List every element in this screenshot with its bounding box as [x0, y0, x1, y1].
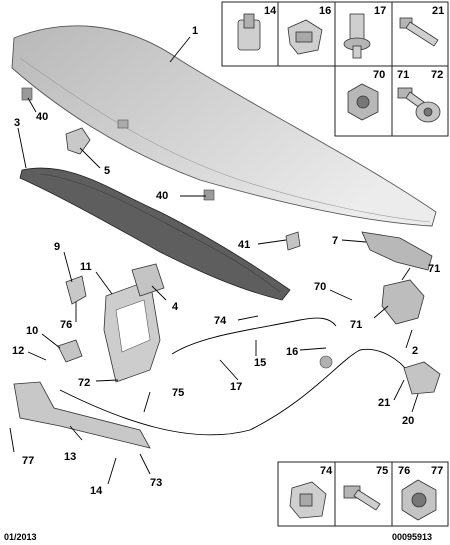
striker-41-part: [285, 231, 301, 251]
callout-11: 11: [80, 261, 92, 273]
callout-7: 7: [332, 235, 338, 247]
callout-40-upper: 40: [36, 111, 48, 123]
lock-2-part: [381, 279, 425, 325]
latch-7-part: [361, 231, 433, 271]
callout-2: 2: [412, 345, 418, 357]
callout-73: 73: [150, 477, 162, 489]
cable-15-part: [171, 317, 337, 355]
callout-16: 16: [286, 346, 298, 358]
bolt-71-72-icon: [397, 87, 441, 123]
callout-15: 15: [254, 357, 266, 369]
cable-release-part: [59, 348, 411, 436]
inset-label-72: 72: [431, 69, 443, 81]
screw-21-icon: [399, 17, 439, 47]
handle-20-part: [403, 361, 441, 395]
callout-1: 1: [192, 25, 198, 37]
callout-20: 20: [402, 415, 414, 427]
footer-date: 01/2013: [4, 532, 37, 542]
inset-label-16: 16: [319, 5, 331, 17]
clip-74-icon: [289, 481, 327, 519]
clip-17-icon: [343, 13, 371, 59]
inset-label-74: 74: [320, 465, 333, 477]
inset-label-75: 75: [376, 465, 388, 477]
callout-17: 17: [230, 381, 242, 393]
callout-40-lower: 40: [156, 190, 168, 202]
inset-label-70: 70: [373, 69, 385, 81]
hood-seal-part: [19, 167, 291, 301]
callout-21: 21: [378, 397, 390, 409]
inset-label-21: 21: [432, 5, 444, 17]
hood-panel-part: [11, 25, 437, 227]
clip-14-icon: [237, 13, 261, 51]
callout-70: 70: [314, 281, 326, 293]
lever-13-part: [13, 381, 151, 449]
callout-9: 9: [54, 241, 60, 253]
inset-label-17: 17: [374, 5, 386, 17]
callout-75: 75: [172, 387, 184, 399]
bracket-4-part: [131, 263, 165, 297]
callout-41: 41: [238, 239, 250, 251]
inset-box-top: 14 16 17 21 70 71 72: [221, 1, 449, 137]
bracket-9-part: [65, 275, 87, 305]
callout-3: 3: [14, 117, 20, 129]
inset-label-76: 76: [398, 465, 410, 477]
callout-labels: 1 2 3 4 5 7 9 10 11 12 13 14 15 16 17 20…: [12, 25, 440, 497]
nut-70-icon: [347, 83, 379, 121]
callout-76: 76: [60, 319, 72, 331]
clip-16-icon: [287, 19, 323, 55]
footer-reference: 00095913: [392, 532, 432, 542]
bracket-11-part: [103, 279, 161, 383]
callout-5: 5: [104, 165, 110, 177]
callout-13: 13: [64, 451, 76, 463]
hinge-5-part: [65, 127, 91, 155]
callout-74: 74: [214, 315, 227, 327]
inset-box-bottom: 74 75 76 77: [277, 461, 449, 527]
inset-label-77: 77: [431, 465, 443, 477]
nut-76-77-icon: [401, 479, 437, 521]
callout-4: 4: [172, 301, 179, 313]
callout-72: 72: [78, 377, 90, 389]
callout-71-lower: 71: [350, 319, 362, 331]
inset-label-71: 71: [397, 69, 409, 81]
callout-14: 14: [90, 485, 103, 497]
callout-10: 10: [26, 325, 38, 337]
callout-77: 77: [22, 455, 34, 467]
bolt-75-icon: [343, 485, 381, 511]
callout-12: 12: [12, 345, 24, 357]
hinge-10-part: [57, 339, 83, 363]
callout-71-upper: 71: [428, 263, 440, 275]
leader-lines: [9, 36, 419, 485]
inset-label-14: 14: [264, 5, 277, 17]
